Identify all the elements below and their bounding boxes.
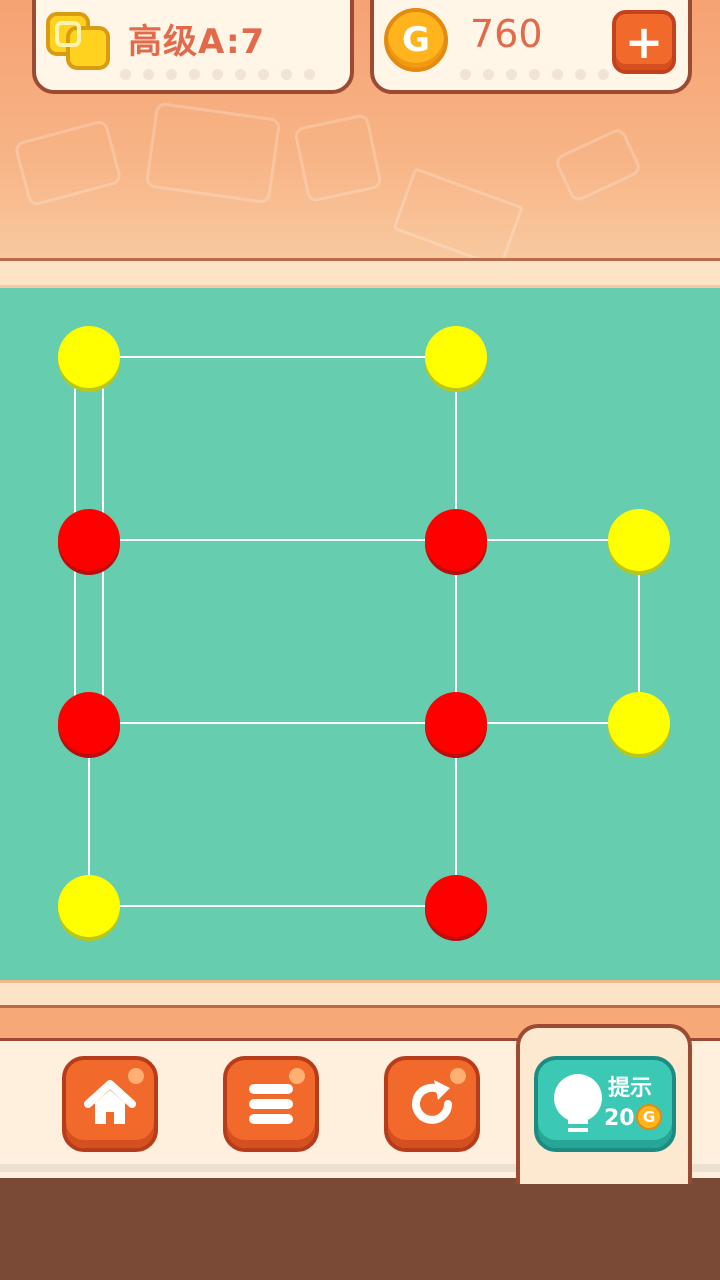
- coin-icon: G: [384, 8, 448, 72]
- node-red[interactable]: [58, 692, 120, 758]
- menu-icon: [249, 1084, 293, 1124]
- hint-button[interactable]: 提示 20 G: [534, 1056, 676, 1152]
- node-red[interactable]: [425, 509, 487, 575]
- bottom-area: [0, 1178, 720, 1280]
- level-panel: 高级A:7: [32, 0, 354, 94]
- menu-button[interactable]: [223, 1056, 319, 1152]
- node-dot[interactable]: [58, 509, 120, 571]
- decorative-shape: [144, 101, 282, 205]
- hint-cost: 20: [604, 1106, 635, 1131]
- coin-panel: G 760 +: [370, 0, 692, 94]
- home-button[interactable]: [62, 1056, 158, 1152]
- puzzle-board[interactable]: [0, 288, 720, 980]
- node-dot[interactable]: [425, 692, 487, 754]
- lightbulb-icon: [554, 1074, 602, 1122]
- linked-squares-icon: [46, 12, 110, 70]
- node-yellow[interactable]: [608, 692, 670, 758]
- node-dot[interactable]: [425, 509, 487, 571]
- hint-panel: 提示 20 G: [516, 1024, 692, 1184]
- node-red[interactable]: [425, 875, 487, 941]
- node-dot[interactable]: [58, 692, 120, 754]
- decorative-shape: [552, 126, 644, 204]
- home-icon: [84, 1080, 136, 1124]
- hint-label: 提示: [608, 1076, 653, 1101]
- node-red[interactable]: [58, 509, 120, 575]
- coin-icon: G: [636, 1104, 662, 1130]
- restart-icon: [412, 1080, 452, 1124]
- node-yellow[interactable]: [58, 326, 120, 392]
- node-yellow[interactable]: [58, 875, 120, 941]
- board-bottom-rail: [0, 980, 720, 1008]
- node-dot[interactable]: [425, 875, 487, 937]
- node-yellow[interactable]: [608, 509, 670, 575]
- level-label: 高级A:7: [128, 22, 266, 62]
- panel-dots: [120, 69, 315, 80]
- puzzle-graph[interactable]: [0, 288, 720, 980]
- lightbulb-base: [568, 1120, 588, 1132]
- node-yellow[interactable]: [425, 326, 487, 392]
- decorative-shape: [392, 167, 524, 269]
- node-dot[interactable]: [608, 509, 670, 571]
- decorative-shape: [13, 118, 123, 208]
- decorative-shape: [292, 112, 384, 204]
- panel-dots: [460, 69, 609, 80]
- node-dot[interactable]: [58, 875, 120, 937]
- restart-button[interactable]: [384, 1056, 480, 1152]
- coin-count: 760: [470, 12, 543, 56]
- node-dot[interactable]: [425, 326, 487, 388]
- node-dot[interactable]: [58, 326, 120, 388]
- node-dot[interactable]: [608, 692, 670, 754]
- node-red[interactable]: [425, 692, 487, 758]
- board-top-rail: [0, 258, 720, 288]
- bar-divider: [0, 1164, 720, 1172]
- add-coins-button[interactable]: +: [612, 10, 676, 74]
